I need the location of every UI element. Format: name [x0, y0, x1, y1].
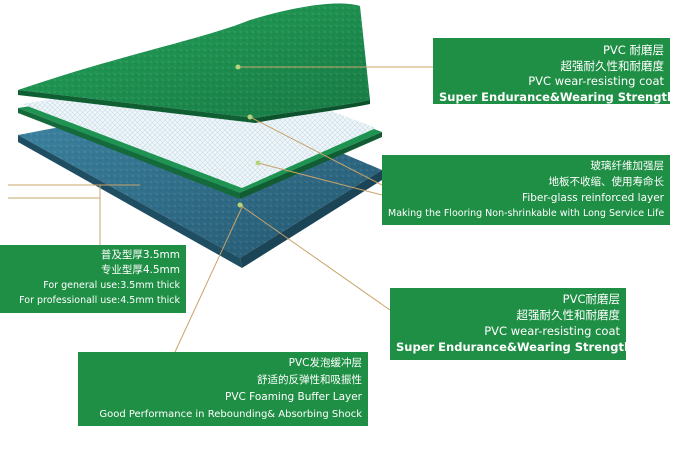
anchor-dots [235, 64, 261, 208]
label-fiber-glass: 玻璃纤维加强层 地板不收缩、使用寿命长 Fiber-glass reinforc… [382, 155, 670, 225]
foam-en-title: PVC Foaming Buffer Layer [225, 391, 362, 403]
leader-lines [8, 66, 433, 353]
leader-bottom-coat [239, 204, 391, 311]
anchor-dot-top [235, 64, 241, 70]
anchor-dot-green [255, 160, 261, 166]
bottom-coat-en-title: PVC wear-resisting coat [484, 324, 620, 338]
foam-en-sub: Good Performance in Rebounding& Absorbin… [99, 409, 362, 420]
top-coat-cn-title: PVC 耐磨层 [603, 43, 664, 57]
thickness-en-pro: For professionall use:4.5mm thick [19, 295, 180, 306]
bottom-coat-cn-title: PVC耐磨层 [562, 292, 620, 306]
top-curl-layer [18, 3, 370, 123]
fiber-cn-title: 玻璃纤维加强层 [590, 160, 665, 172]
fiber-en-sub: Making the Flooring Non-shrinkable with … [388, 208, 665, 219]
fiber-cn-sub: 地板不收缩、使用寿命长 [548, 176, 665, 188]
label-top-coat: PVC 耐磨层 超强耐久性和耐磨度 PVC wear-resisting coa… [433, 38, 676, 104]
label-foam: PVC发泡缓冲层 舒适的反弹性和吸振性 PVC Foaming Buffer L… [78, 352, 368, 426]
leader-fiber-glass [249, 116, 383, 186]
label-bottom-coat: PVC耐磨层 超强耐久性和耐磨度 PVC wear-resisting coat… [390, 288, 633, 360]
leader-green-layer [257, 162, 383, 196]
foam-cn-sub: 舒适的反弹性和吸振性 [257, 374, 362, 386]
top-coat-en-sub: Super Endurance&Wearing Strength [439, 90, 676, 104]
thickness-en-general: For general use:3.5mm thick [43, 280, 180, 291]
bottom-coat-cn-sub: 超强耐久性和耐磨度 [516, 308, 621, 322]
thickness-cn-pro: 专业型厚4.5mm [100, 264, 180, 276]
label-thickness: 普及型厚3.5mm 专业型厚4.5mm For general use:3.5m… [0, 245, 186, 313]
foam-cn-title: PVC发泡缓冲层 [288, 357, 362, 369]
top-coat-en-title: PVC wear-resisting coat [528, 74, 664, 88]
fiber-en-title: Fiber-glass reinforced layer [522, 192, 664, 204]
bottom-coat-en-sub: Super Endurance&Wearing Strength [396, 340, 633, 354]
anchor-dot-fiber [247, 114, 253, 120]
thickness-cn-general: 普及型厚3.5mm [100, 249, 180, 261]
top-coat-cn-sub: 超强耐久性和耐磨度 [560, 59, 665, 73]
anchor-dot-foam [237, 202, 243, 208]
leader-foam [174, 204, 244, 353]
